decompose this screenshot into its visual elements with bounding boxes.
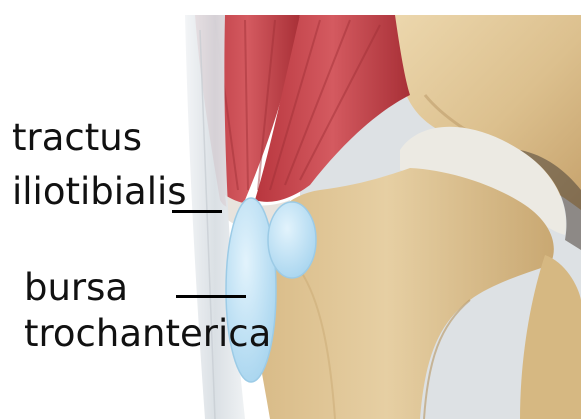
leader-line-tractus <box>172 210 222 213</box>
label-bursa: bursa <box>24 268 128 308</box>
label-tractus: tractus <box>12 118 142 158</box>
leader-line-bursa <box>176 295 246 298</box>
label-trochanterica: trochanterica <box>24 314 271 354</box>
gluteal-bursa <box>268 202 316 278</box>
label-iliotibialis: iliotibialis <box>12 172 187 212</box>
